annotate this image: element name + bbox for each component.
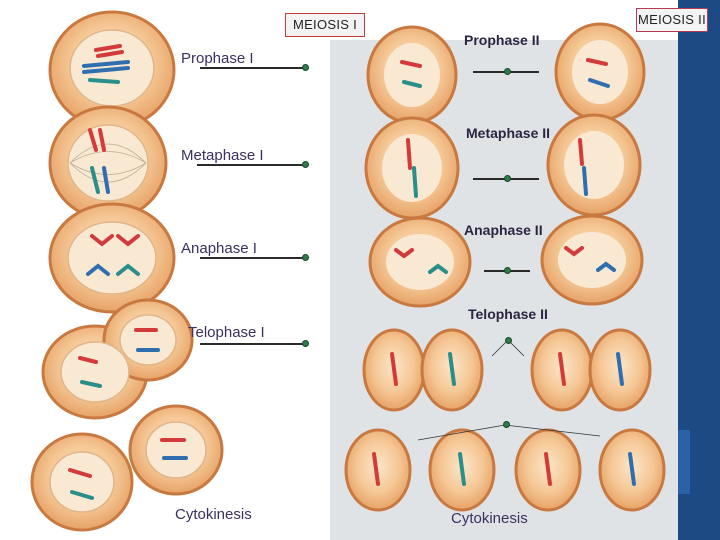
cell-metaphase-2-left — [364, 116, 460, 220]
slide-sidebar — [678, 0, 720, 540]
dot-prophase-2 — [504, 68, 511, 75]
dot-cytokinesis-2 — [503, 421, 510, 428]
dot-telophase-2 — [505, 337, 512, 344]
label-anaphase-2: Anaphase II — [464, 222, 543, 238]
leader-anaphase-1 — [200, 257, 304, 259]
dot-anaphase-1 — [302, 254, 309, 261]
dot-metaphase-1 — [302, 161, 309, 168]
label-telophase-2: Telophase II — [468, 306, 548, 322]
cell-telophase-1 — [41, 298, 194, 420]
label-metaphase-2: Metaphase II — [466, 125, 551, 141]
cells-cytokinesis-2 — [344, 428, 666, 512]
cell-anaphase-2-left — [368, 216, 472, 308]
cell-telophase-2-right — [530, 328, 652, 412]
sidebar-accent — [678, 430, 690, 494]
meiosis-2-header: MEIOSIS II — [636, 8, 708, 32]
cell-anaphase-2-right — [540, 214, 644, 306]
cell-cytokinesis-1 — [30, 404, 224, 532]
dot-metaphase-2 — [504, 175, 511, 182]
label-anaphase-1: Anaphase I — [181, 240, 257, 257]
cell-metaphase-1 — [48, 105, 168, 221]
label-prophase-1: Prophase I — [181, 50, 254, 67]
dot-telophase-1 — [302, 340, 309, 347]
dot-anaphase-2 — [504, 267, 511, 274]
label-telophase-1: Telophase I — [188, 324, 265, 341]
label-prophase-2: Prophase II — [464, 32, 540, 48]
dot-prophase-1 — [302, 64, 309, 71]
cell-prophase-2-right — [554, 22, 646, 122]
leader-telophase-1 — [200, 343, 304, 345]
cell-anaphase-1 — [48, 202, 176, 314]
cell-prophase-2-left — [366, 25, 458, 125]
leader-metaphase-1 — [197, 164, 304, 166]
leader-prophase-1 — [200, 67, 304, 69]
cell-metaphase-2-right — [546, 113, 642, 217]
meiosis-1-header: MEIOSIS I — [285, 13, 365, 37]
cell-telophase-2-left — [362, 328, 484, 412]
label-cytokinesis-2: Cytokinesis — [451, 510, 528, 527]
label-cytokinesis-1: Cytokinesis — [175, 506, 252, 523]
cell-prophase-1 — [48, 10, 176, 130]
label-metaphase-1: Metaphase I — [181, 147, 264, 164]
